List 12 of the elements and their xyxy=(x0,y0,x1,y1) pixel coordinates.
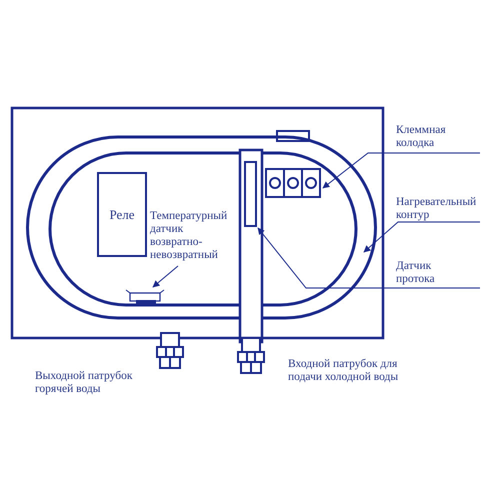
callout-label: Температурный датчик возвратно-невозвратный xyxy=(150,210,234,262)
heating-tube xyxy=(26,136,377,320)
pipe-label: Выходной патрубок горячей воды xyxy=(35,370,134,396)
leader-line xyxy=(258,227,480,288)
callout-label: Датчик протока xyxy=(396,260,458,286)
leader-line xyxy=(363,222,480,252)
callout-label: Нагревательный контур xyxy=(396,196,480,222)
leader-line xyxy=(152,266,178,288)
callout-label: Клеммная колодка xyxy=(396,124,480,150)
leader-line xyxy=(322,152,480,188)
temperature-sensor-drawing xyxy=(124,288,166,306)
pipe-label: Входной патрубок для подачи холодной воды xyxy=(288,358,400,384)
